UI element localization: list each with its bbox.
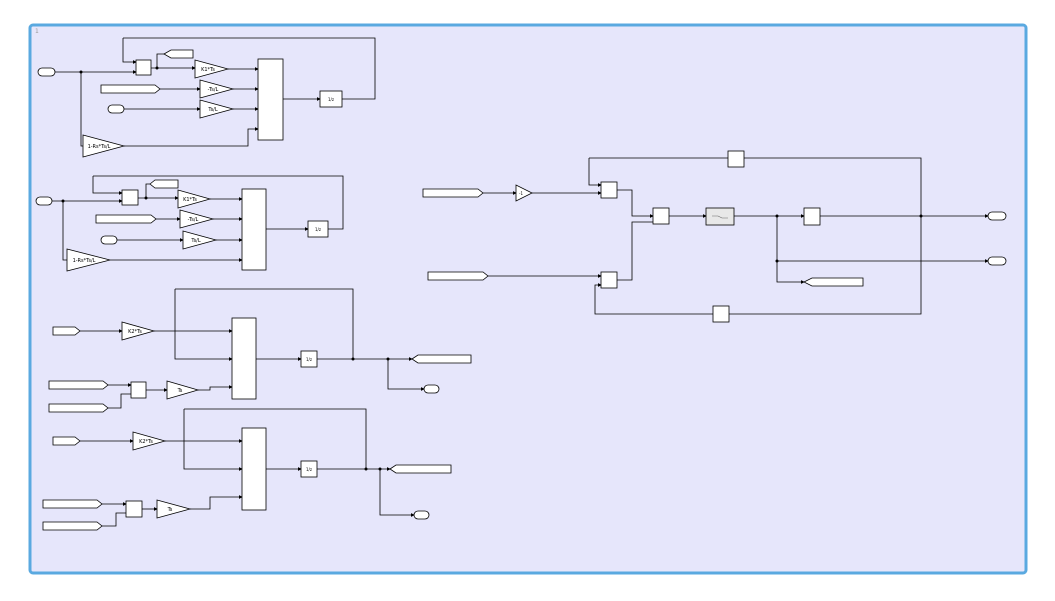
gain-block-12[interactable] (156, 499, 192, 519)
unit-delay-4-label: 1/z (306, 467, 312, 472)
switch-block-1[interactable] (135, 59, 152, 76)
from-tag-3[interactable] (52, 326, 81, 336)
junction-3b (386, 357, 390, 361)
model-background (28, 23, 1028, 575)
from-tag-4[interactable] (48, 380, 109, 390)
gain-block-5-label: K1*Ts (183, 197, 197, 203)
subsystem-2-blocks: K1*Ts -Ts/L Ts/L 1-Rs*Ts/L 1/z (35, 179, 329, 272)
gain-block-7[interactable] (182, 230, 218, 250)
sum-block-7[interactable] (600, 181, 618, 199)
gain-block-11-label: K2*Ts (139, 439, 153, 445)
gain-block-7-label: Ts/L (190, 238, 201, 244)
junction-r3 (919, 214, 923, 218)
gain-block-3-label: Ts/L (207, 107, 218, 113)
gain-block-13[interactable] (515, 184, 533, 202)
gain-block-9-label: K2*Ts (128, 329, 142, 335)
feedback-block-top[interactable] (727, 150, 745, 168)
gain-block-12-label: Ts (167, 507, 173, 513)
from-tag-10[interactable] (427, 271, 489, 281)
gain-block-4-label: 1-Rs*Ts/L (88, 144, 111, 150)
unit-delay-2[interactable] (307, 220, 329, 238)
junction-2a (61, 199, 65, 203)
goto-tag-4[interactable] (389, 464, 452, 474)
from-tag-6[interactable] (52, 436, 81, 446)
gain-block-13-label: -1 (519, 191, 523, 196)
goto-tag-1[interactable] (163, 49, 194, 59)
goto-tag-5[interactable] (803, 277, 864, 287)
from-tag-1[interactable] (100, 84, 161, 94)
junction-r2 (775, 259, 779, 263)
gain-block-3[interactable] (199, 99, 235, 119)
junction-2b (144, 196, 148, 200)
gain-block-6[interactable] (179, 209, 215, 229)
sum-block-5[interactable] (125, 500, 143, 518)
gain-block-1[interactable] (194, 59, 230, 79)
gain-block-10[interactable] (166, 380, 200, 400)
gain-block-8[interactable] (66, 248, 111, 272)
sum-block-1[interactable] (257, 58, 284, 141)
junction-3a (351, 357, 355, 361)
output-gain-block[interactable] (803, 207, 821, 226)
sum-block-4[interactable] (231, 317, 257, 400)
subsystem-3-blocks: K2*Ts Ts 1/z (48, 317, 472, 413)
corner-mark: 1 (35, 28, 39, 35)
from-tag-2[interactable] (95, 214, 157, 224)
from-tag-5[interactable] (48, 403, 109, 413)
subsystem-2 (52, 175, 344, 262)
outport-2[interactable] (413, 510, 430, 520)
unit-delay-3-label: 1/z (306, 357, 312, 362)
sum-block-3[interactable] (130, 381, 147, 399)
gain-block-5[interactable] (177, 189, 212, 209)
unit-delay-1[interactable] (319, 90, 343, 108)
inport-1[interactable] (37, 67, 56, 77)
unit-delay-4[interactable] (300, 460, 318, 478)
gain-block-10-label: Ts (177, 388, 183, 394)
gain-block-2[interactable] (199, 79, 235, 99)
gain-block-2-label: -Ts/L (208, 87, 219, 93)
junction-4a (364, 467, 368, 471)
junction-4b (378, 467, 382, 471)
goto-tag-3[interactable] (411, 354, 472, 364)
junction-1a (79, 70, 83, 74)
sum-block-8[interactable] (600, 271, 618, 289)
product-block[interactable] (652, 207, 670, 225)
subsystem-4 (80, 408, 415, 527)
outport-4[interactable] (987, 256, 1007, 266)
gain-block-8-label: 1-Rs*Ts/L (73, 258, 96, 264)
saturation-block[interactable] (705, 207, 735, 226)
gain-block-4[interactable] (82, 134, 126, 158)
from-tag-8[interactable] (42, 521, 103, 531)
feedback-block-bottom[interactable] (712, 305, 730, 323)
gain-block-9[interactable] (121, 321, 156, 341)
subsystem-right (483, 157, 989, 315)
unit-delay-2-label: 1/z (315, 227, 321, 232)
from-tag-7[interactable] (42, 499, 103, 509)
unit-delay-1-label: 1/z (328, 97, 334, 102)
junction-r1 (775, 214, 779, 218)
outport-3[interactable] (987, 211, 1007, 221)
gain-block-6-label: -Ts/L (188, 217, 199, 223)
from-tag-9[interactable] (422, 188, 484, 198)
inport-2[interactable] (107, 104, 125, 114)
goto-tag-2[interactable] (149, 179, 179, 189)
switch-block-2[interactable] (121, 189, 139, 206)
outport-1[interactable] (423, 384, 440, 394)
inport-3[interactable] (35, 196, 53, 206)
sum-block-2[interactable] (241, 188, 267, 271)
subsystem-4-blocks: K2*Ts Ts 1/z (42, 427, 452, 531)
subsystem-3 (80, 288, 425, 409)
junction-1b (155, 66, 159, 70)
saturation-icon (712, 215, 728, 219)
unit-delay-3[interactable] (300, 350, 318, 368)
subsystem-1 (55, 37, 376, 147)
sum-block-6[interactable] (241, 427, 267, 511)
subsystem-right-blocks: -1 (422, 150, 1007, 323)
inport-4[interactable] (100, 235, 118, 245)
gain-block-1-label: K1*Ts (201, 67, 215, 73)
gain-block-11[interactable] (132, 431, 167, 451)
subsystem-1-blocks: K1*Ts -Ts/L Ts/L 1-Rs*Ts/L 1/z (37, 49, 343, 158)
